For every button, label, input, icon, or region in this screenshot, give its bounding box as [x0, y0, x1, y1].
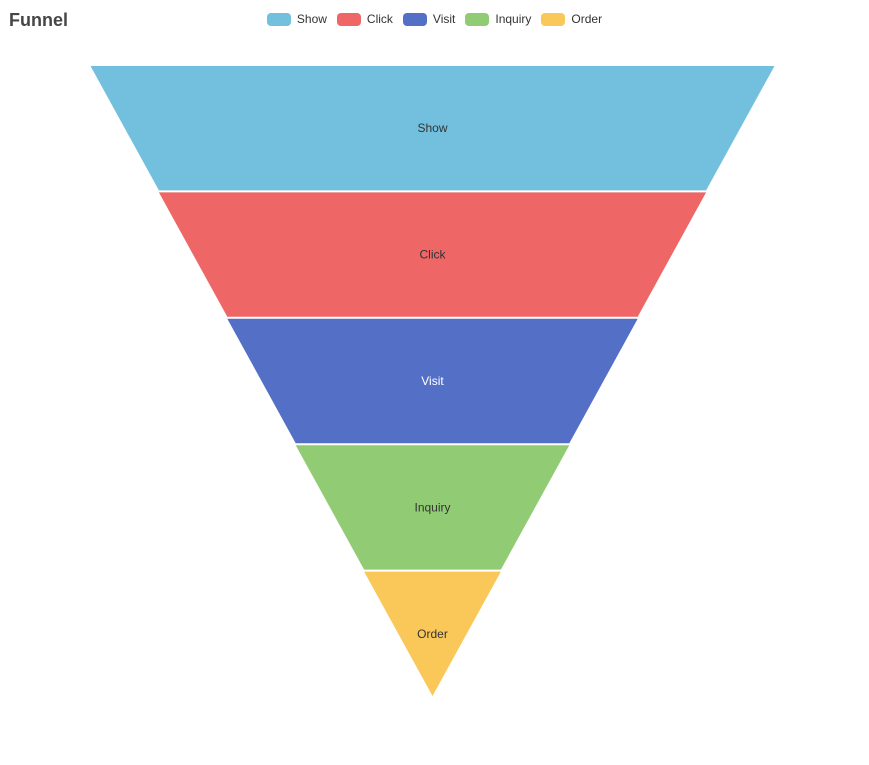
chart-title: Funnel	[9, 10, 68, 30]
legend-swatch-click	[336, 12, 361, 26]
legend-item-order[interactable]: Order	[541, 12, 602, 26]
legend-item-inquiry[interactable]: Inquiry	[465, 12, 531, 26]
legend-label-show: Show	[296, 12, 327, 26]
legend-label-visit: Visit	[432, 12, 456, 26]
funnel-segment-visit[interactable]	[227, 318, 638, 444]
funnel-label-order: Order	[417, 627, 448, 641]
legend-item-visit[interactable]: Visit	[402, 12, 456, 26]
legend-item-show[interactable]: Show	[266, 12, 327, 26]
funnel-segment-click[interactable]	[158, 192, 707, 317]
legend: Show Click Visit Inquiry Order	[0, 10, 869, 28]
funnel-label-inquiry: Inquiry	[414, 500, 450, 514]
funnel-segment-show[interactable]	[90, 66, 775, 191]
legend-swatch-order	[541, 12, 566, 26]
funnel-segment-order[interactable]	[364, 571, 501, 696]
legend-swatch-inquiry	[465, 12, 490, 26]
legend-label-click: Click	[366, 12, 393, 26]
funnel-segment-inquiry[interactable]	[295, 445, 570, 570]
legend-label-inquiry: Inquiry	[495, 12, 532, 26]
funnel-label-show: Show	[417, 121, 447, 135]
funnel-label-visit: Visit	[421, 374, 444, 388]
legend-label-order: Order	[571, 12, 603, 26]
funnel-label-click: Click	[420, 248, 447, 262]
legend-item-click[interactable]: Click	[336, 12, 393, 26]
legend-swatch-show	[266, 12, 291, 26]
legend-swatch-visit	[402, 12, 427, 26]
